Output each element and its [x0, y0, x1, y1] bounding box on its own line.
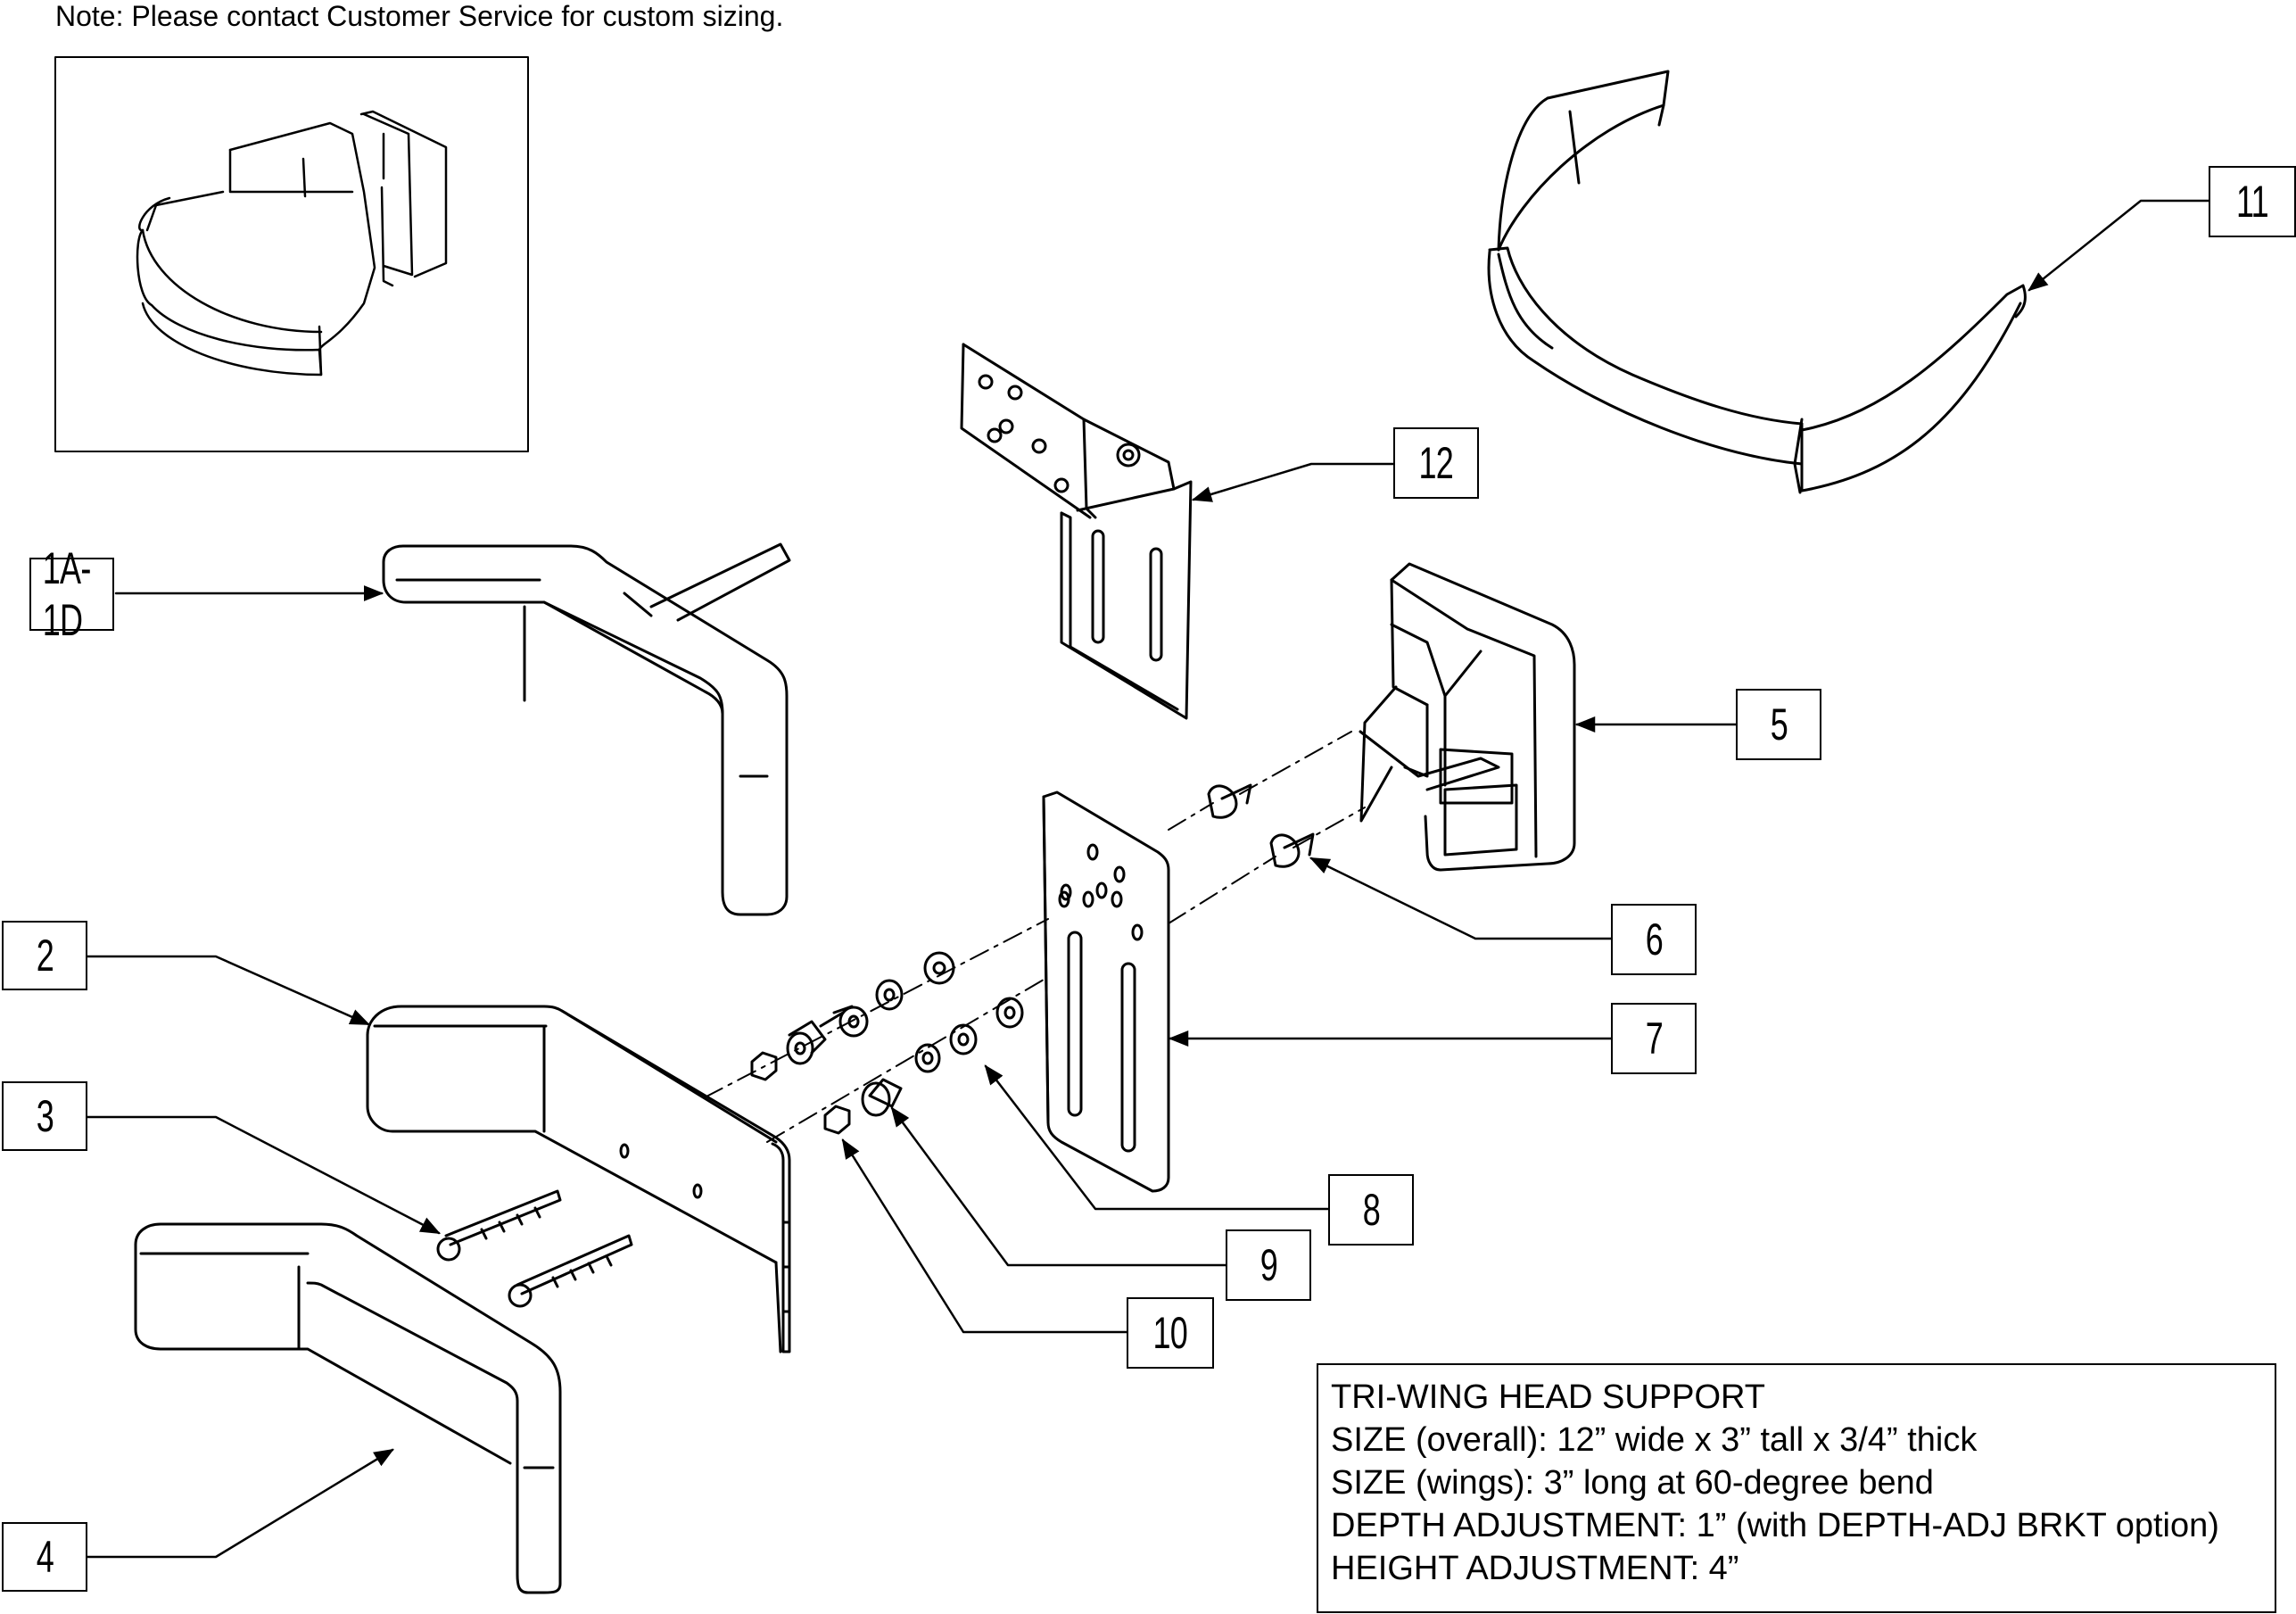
spacer-stack-lower — [823, 997, 1024, 1135]
callout-2: 2 — [2, 921, 87, 990]
spec-size-wings: SIZE (wings): 3” long at 60-degree bend — [1331, 1464, 1934, 1502]
spec-size-overall: SIZE (overall): 12” wide x 3” tall x 3/4… — [1331, 1421, 1978, 1459]
custom-sizing-note: Note: Please contact Customer Service fo… — [55, 0, 784, 32]
callout-12: 12 — [1393, 427, 1479, 499]
part-2-wing-pad — [366, 1005, 791, 1353]
part-5-mount-block — [1359, 562, 1576, 872]
callout-5: 5 — [1736, 689, 1821, 760]
part-6-wingnuts — [1207, 783, 1315, 868]
spec-box: TRI-WING HEAD SUPPORT SIZE (overall): 12… — [1317, 1363, 2276, 1613]
part-7-plate — [1042, 790, 1170, 1193]
part-8-9-10-hardware — [750, 783, 1315, 1135]
part-12-bracket — [960, 343, 1193, 720]
part-4-wing-pad — [134, 1222, 562, 1594]
callout-4: 4 — [2, 1522, 87, 1592]
callout-10: 10 — [1127, 1297, 1214, 1369]
spec-height-adjustment: HEIGHT ADJUSTMENT: 4” — [1331, 1550, 1739, 1587]
callout-3: 3 — [2, 1081, 87, 1151]
spec-title: TRI-WING HEAD SUPPORT — [1331, 1378, 1765, 1416]
assembly-centerlines — [704, 731, 1366, 1143]
part-3-bolts — [436, 1189, 633, 1308]
assembly-inset — [54, 56, 529, 452]
part-11-strap — [1487, 70, 2027, 494]
callout-6: 6 — [1611, 904, 1697, 975]
callout-8: 8 — [1328, 1174, 1414, 1246]
callout-7: 7 — [1611, 1003, 1697, 1074]
leader-lines — [86, 199, 2210, 1559]
part-1-wing-pad-upper — [382, 542, 791, 916]
spacer-stack-upper — [750, 951, 955, 1081]
callout-9: 9 — [1226, 1229, 1311, 1301]
callout-1a-1d: 1A-1D — [29, 543, 114, 645]
spec-depth-adjustment: DEPTH ADJUSTMENT: 1” (with DEPTH-ADJ BRK… — [1331, 1507, 2219, 1544]
callout-11: 11 — [2209, 166, 2296, 237]
